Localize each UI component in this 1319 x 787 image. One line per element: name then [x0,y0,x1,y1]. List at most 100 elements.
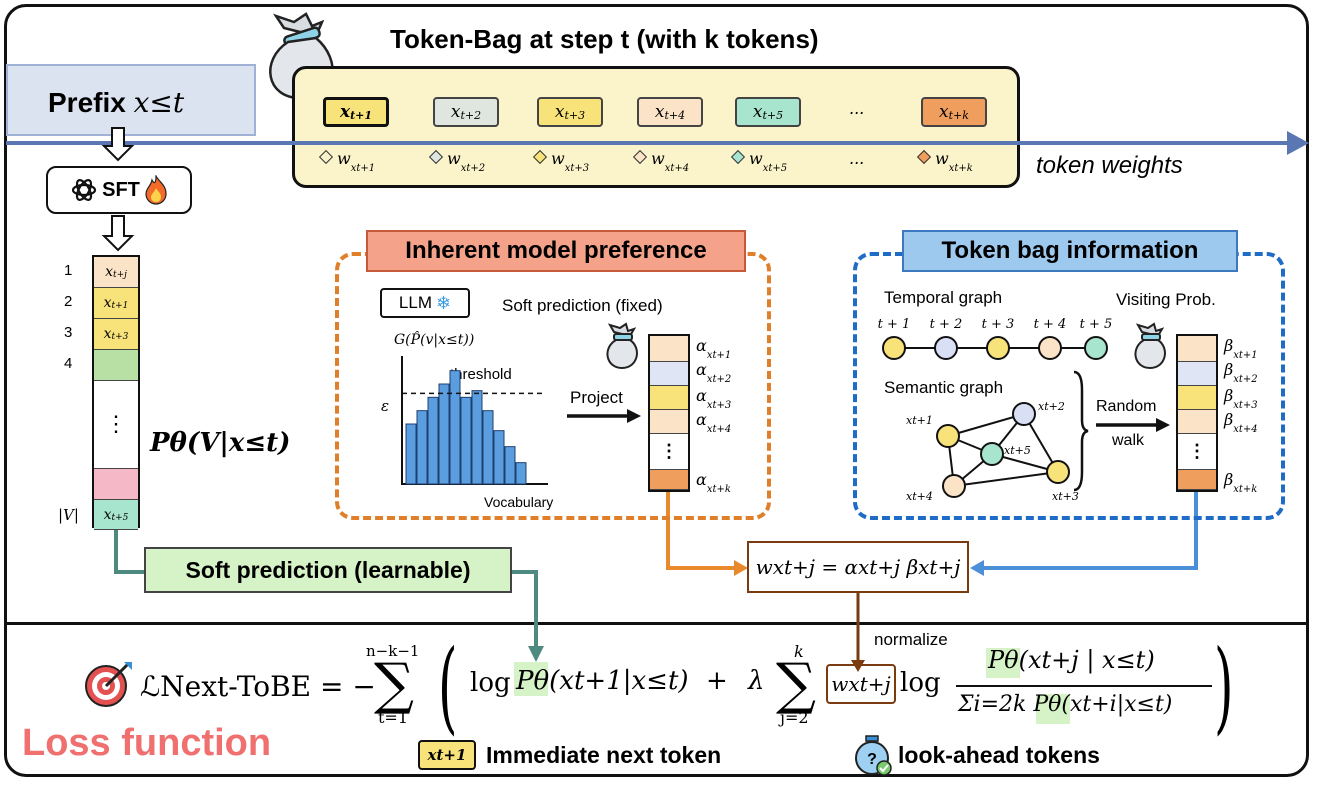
snowflake-icon: ❄ [435,292,452,313]
llm-label: LLM [398,293,432,312]
weight-label: βxt+2 [1224,360,1258,386]
weight-cell [650,470,688,490]
temporal-node [1038,336,1062,360]
histogram-bar [471,390,483,485]
p1: Pθ(xt+1|x≤t) [516,666,689,696]
histogram-bar [449,370,461,485]
alpha-column: ⋮ [648,334,690,492]
semantic-node [936,424,960,448]
bag-weight: wxt+5 [730,149,787,174]
lambda: λ [748,666,765,696]
histogram [401,356,548,485]
histogram-bar [438,383,450,485]
histogram-bar [427,396,439,485]
histogram-bar [493,430,505,485]
bag-weight: wxt+4 [632,149,689,174]
target-icon [85,662,132,707]
left-paren: ( [438,628,458,745]
row-label: 1 [64,262,73,279]
row-label: |V| [58,506,79,524]
sum2-upper: k [794,642,804,661]
temporal-node-label: t + 4 [1034,317,1067,332]
weight-label: αxt+4 [696,410,732,436]
weight-label: βxt+3 [1224,386,1258,412]
semantic-graph-label: Semantic graph [884,378,1004,397]
log2: log [900,668,941,698]
llm-badge: LLM ❄ [380,288,470,318]
histogram-bar [515,462,527,485]
visiting-prob-label: Visiting Prob. [1116,290,1216,309]
weight-cell [650,410,688,434]
weight-formula: wxt+j = αxt+j βxt+j [755,555,961,579]
soft-fixed-label: Soft prediction (fixed) [502,296,663,315]
semantic-edge [953,471,1059,487]
sum1-symbol: ∑ [374,652,414,717]
semantic-node [980,442,1004,466]
semantic-node-label: xt+3 [1052,490,1079,503]
histogram-bar [405,423,417,485]
bag-weight: wxt+1 [318,149,375,174]
weight-label: βxt+1 [1224,336,1258,362]
weight-label: αxt+2 [696,360,732,386]
token-weights-label: token weights [1036,152,1183,179]
semantic-node-label: xt+4 [906,490,933,503]
weight-cell: ⋮ [1178,434,1216,470]
brace [1073,370,1089,492]
histogram-bar [416,410,428,485]
row-label: 2 [64,293,73,310]
column-cell [94,350,138,381]
weight-cell [1178,410,1216,434]
fraction-numerator: Pθ(xt+j | x≤t) [988,646,1155,674]
temporal-node [1084,336,1108,360]
semantic-edge [947,413,1025,437]
stopwatch-icon: ? [855,735,892,776]
column-cell: ⋮ [94,381,138,469]
fraction-denominator: Σi=2k Pθ(xt+i|x≤t) [958,692,1173,717]
weight-formula-box: wxt+j = αxt+j βxt+j [747,541,969,593]
plus: + [706,666,728,696]
log1: log [470,668,511,698]
section-divider [4,622,1309,625]
weight-label: βxt+k [1224,470,1258,496]
project-label: Project [570,388,623,407]
semantic-node-label: xt+5 [1004,444,1031,457]
loss-function-label: Loss function [22,722,272,764]
fraction-bar [956,685,1212,687]
w-term: wxt+j [826,664,896,704]
soft-prediction-learnable: Soft prediction (learnable) [144,547,512,593]
histogram-bar [482,410,494,485]
semantic-node [1046,460,1070,484]
lookahead-label: look-ahead tokens [898,742,1100,768]
prefix-box [6,64,256,136]
legend-token: xt+1 [418,740,476,770]
vocabulary-label: Vocabulary [484,494,554,510]
sum2-lower: j=2 [780,708,809,727]
weight-cell [650,362,688,386]
p-highlight [986,648,1020,678]
sum1-upper: n−k−1 [366,642,420,660]
svg-text:?: ? [867,751,877,768]
bag-weight: wxt+3 [532,149,589,174]
bag-icon [606,322,638,370]
sum1-lower: t=1 [378,708,409,727]
beta-column: ⋮ [1176,334,1218,492]
walk-label: walk [1112,432,1145,449]
p-highlight [514,662,548,696]
bag-weight: wxt+2 [428,149,485,174]
normalize-label: normalize [874,630,948,649]
temporal-graph-label: Temporal graph [884,288,1003,307]
temporal-node [934,336,958,360]
sum2-symbol: ∑ [776,652,816,717]
temporal-node-label: t + 3 [982,317,1015,332]
immediate-label: Immediate next token [486,742,722,768]
fire-icon [145,175,167,205]
